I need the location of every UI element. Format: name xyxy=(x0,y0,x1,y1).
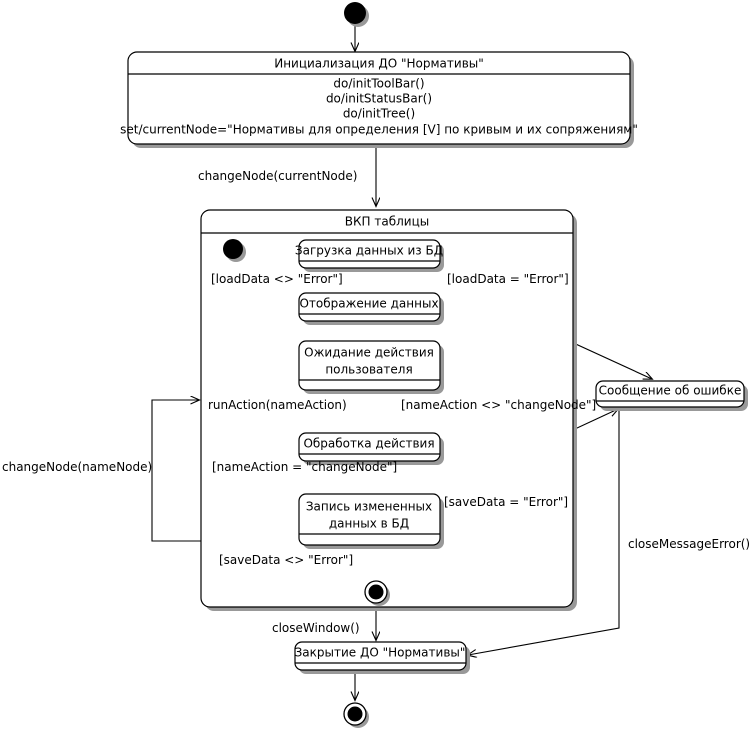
label-name-action-change: [nameAction = "changeNode"] xyxy=(212,460,397,474)
state-initialization-action-0: do/initToolBar() xyxy=(333,77,424,91)
state-initialization[interactable]: Инициализация ДО "Нормативы" do/initTool… xyxy=(120,51,638,148)
state-wait-user-action-title-line2: пользователя xyxy=(325,363,412,377)
state-load-data[interactable]: Загрузка данных из БД xyxy=(295,239,444,272)
label-save-ok: [saveData <> "Error"] xyxy=(219,553,353,567)
state-wait-user-action-title-line1: Ожидание действия xyxy=(304,346,434,360)
label-run-action: runAction(nameAction) xyxy=(208,398,347,412)
label-load-error: [loadData = "Error"] xyxy=(447,272,569,286)
state-process-action-title: Обработка действия xyxy=(303,437,434,451)
state-load-data-title: Загрузка данных из БД xyxy=(295,244,443,258)
label-close-message-error: closeMessageError() xyxy=(628,537,750,551)
outer-final-state xyxy=(343,702,369,728)
state-wait-user-action[interactable]: Ожидание действия пользователя xyxy=(298,340,444,394)
state-initialization-action-2: do/initTree() xyxy=(343,107,415,121)
state-initialization-action-1: do/initStatusBar() xyxy=(326,92,432,106)
state-save-data[interactable]: Запись измененных данных в БД xyxy=(298,493,444,549)
label-save-error: [saveData = "Error"] xyxy=(444,495,568,509)
initial-pseudostate xyxy=(344,2,369,27)
state-composite-table[interactable]: ВКП таблицы xyxy=(200,209,577,611)
state-save-data-title-line1: Запись измененных xyxy=(306,500,432,514)
label-close-window: closeWindow() xyxy=(272,621,360,635)
state-error-message-title: Сообщение об ошибке xyxy=(599,384,742,398)
state-close-do-title: Закрытие ДО "Нормативы" xyxy=(295,646,466,660)
state-initialization-action-3: set/currentNode="Нормативы для определен… xyxy=(120,123,638,137)
edge-errormessage-to-close xyxy=(468,408,620,655)
inner-initial-pseudostate xyxy=(223,239,246,262)
label-name-action-other: [nameAction <> "changeNode"] xyxy=(401,398,596,412)
inner-final-state xyxy=(364,580,390,606)
state-show-data[interactable]: Отображение данных xyxy=(298,292,444,325)
label-change-node-name: changeNode(nameNode) xyxy=(2,460,152,474)
state-process-action[interactable]: Обработка действия xyxy=(298,432,444,465)
label-change-node-current: changeNode(currentNode) xyxy=(198,169,357,183)
edge-changenode-loop xyxy=(151,400,201,542)
state-show-data-title: Отображение данных xyxy=(299,297,438,311)
label-load-ok: [loadData <> "Error"] xyxy=(211,272,343,286)
state-save-data-title-line2: данных в БД xyxy=(329,517,409,531)
state-initialization-title: Инициализация ДО "Нормативы" xyxy=(274,57,484,71)
state-close-do[interactable]: Закрытие ДО "Нормативы" xyxy=(294,641,470,674)
state-composite-title: ВКП таблицы xyxy=(345,215,429,229)
state-error-message[interactable]: Сообщение об ошибке xyxy=(595,380,748,411)
